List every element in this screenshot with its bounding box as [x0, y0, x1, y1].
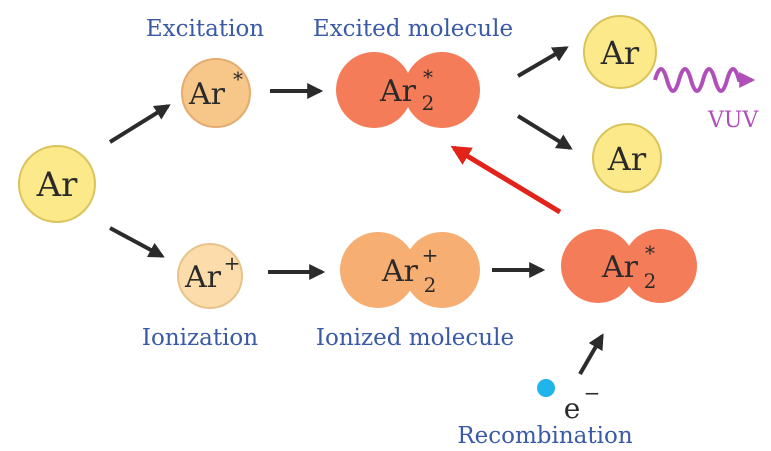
ar-excited-base: Ar: [188, 77, 226, 112]
ar-product-atom-top: Ar: [583, 15, 657, 89]
arrow-molecule-to-product-bottom: [516, 114, 573, 150]
ar2-excited-molecule-bottom: Ar 2 *: [561, 229, 697, 303]
ar-ion-atom: Ar +: [177, 243, 243, 309]
ar2-bottom-sub: 2: [644, 269, 657, 293]
electron: e −: [537, 379, 600, 425]
vuv-wave-icon: [653, 67, 756, 93]
ar-ion-sup: +: [224, 251, 241, 275]
vuv-label: VUV: [707, 108, 759, 133]
ar-ion-base: Ar: [184, 260, 222, 295]
ar-excited-atom: Ar *: [181, 58, 251, 128]
ionized-molecule-label: Ionized molecule: [316, 325, 514, 351]
ar2-bottom-base: Ar: [601, 250, 639, 285]
ar2-top-base: Ar: [379, 74, 417, 109]
excitation-label: Excitation: [146, 16, 264, 42]
electron-base: e: [564, 392, 581, 425]
ar-product-atom-bottom: Ar: [592, 123, 662, 193]
ionization-label: Ionization: [142, 325, 258, 351]
ar2-top-sup: *: [423, 65, 433, 89]
ar2-ion-molecule: Ar 2 +: [340, 232, 480, 308]
ar2-top-sub: 2: [422, 91, 435, 115]
arrow-electron-recombination: [578, 333, 604, 376]
arrow-recombination-to-excited-molecule: [450, 145, 562, 215]
recombination-label: Recombination: [457, 423, 633, 449]
electron-sup: −: [584, 381, 601, 405]
ar2-ion-sup: +: [422, 243, 439, 267]
arrow-ground-to-excited: [108, 104, 171, 144]
ar2-ion-base: Ar: [381, 254, 419, 289]
ar2-bottom-sup: *: [645, 241, 655, 265]
ar-product-top-symbol: Ar: [600, 34, 640, 72]
vuv-photon: VUV: [653, 67, 759, 133]
ar-ground-atom: Ar: [18, 145, 96, 223]
ar2-excited-molecule-top: Ar 2 *: [336, 52, 480, 128]
excited-molecule-label: Excited molecule: [313, 16, 513, 42]
arrow-molecule-to-product-top: [516, 46, 569, 78]
electron-dot-icon: [537, 379, 555, 397]
ar2-ion-sub: 2: [424, 273, 437, 297]
ar-ground-symbol: Ar: [36, 165, 79, 205]
ar-product-bottom-symbol: Ar: [607, 140, 647, 178]
arrow-ground-to-ion: [109, 226, 165, 258]
ar-excited-sup: *: [233, 67, 243, 91]
